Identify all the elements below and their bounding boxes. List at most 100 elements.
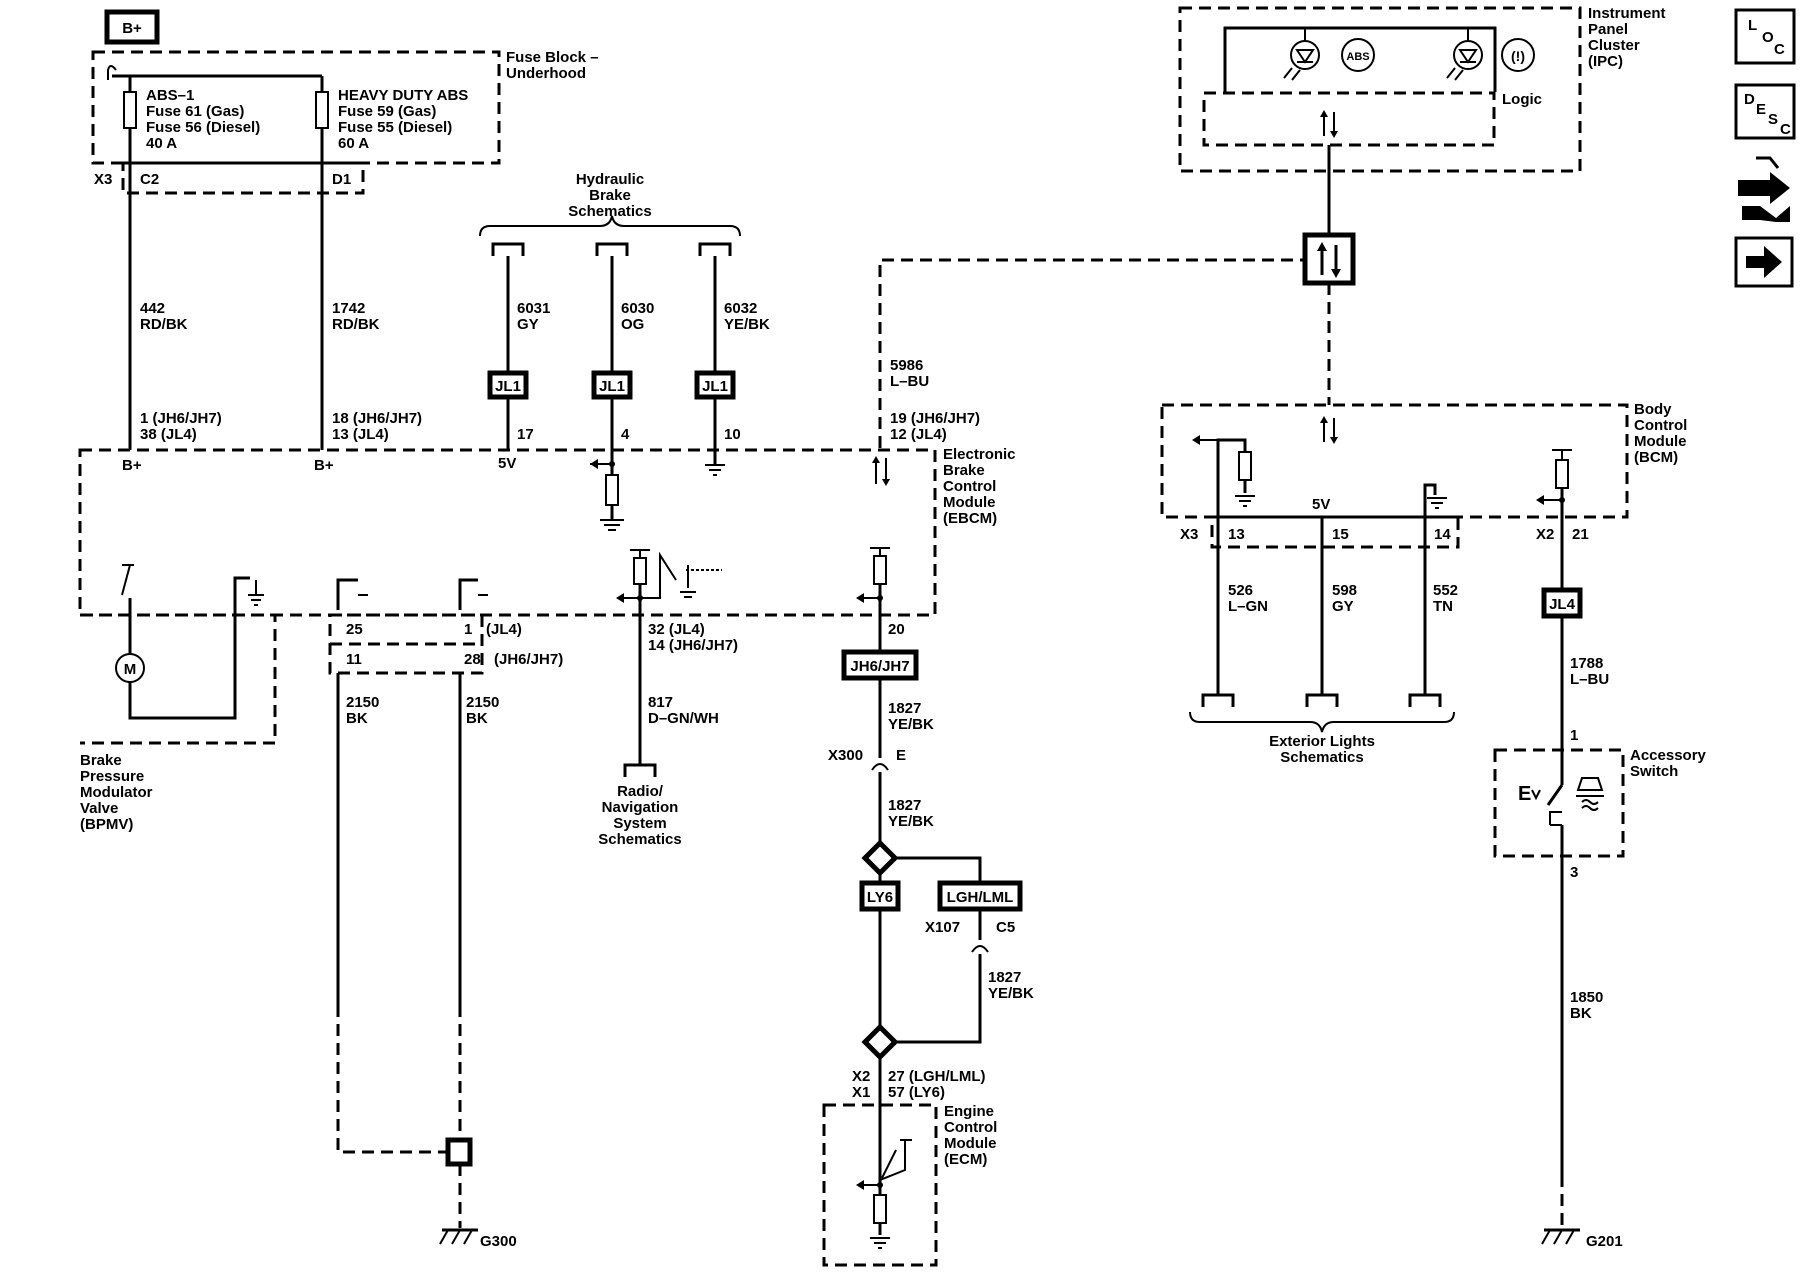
splice-diamond-bottom: [861, 1023, 899, 1061]
ecm-outline: [822, 1103, 938, 1267]
accessory-ev: E: [1518, 783, 1531, 805]
wire-598-num: 598: [1332, 582, 1357, 599]
ecm-pin-1: 27 (LGH/LML): [888, 1068, 986, 1085]
ecm-title-2: Control: [944, 1119, 997, 1136]
hydraulic-brace: [479, 215, 741, 237]
wire-5986-color: L–BU: [890, 373, 929, 390]
bcm-pin-21: 21: [1572, 526, 1589, 543]
x107-conn: X107: [925, 919, 960, 936]
ebcm-pin-17: 17: [517, 426, 534, 443]
ebcm-pin-442-1: 1 (JH6/JH7): [140, 410, 222, 427]
loc-letter-l: L: [1748, 17, 1757, 34]
serial-data-gateway: [1302, 232, 1356, 286]
bcm-input-14: [1423, 483, 1447, 530]
ebcm-pin-5986-1: 19 (JH6/JH7): [890, 410, 980, 427]
bcm-pin-14: 14: [1434, 526, 1451, 543]
jl1-b: JL1: [599, 378, 625, 395]
wire-2150b-color: BK: [466, 710, 488, 727]
bcm-title-2: Control: [1634, 417, 1687, 434]
bcm-title-4: (BCM): [1634, 449, 1678, 466]
ebcm-jl4: (JL4): [486, 621, 522, 638]
location-button[interactable]: L O C: [1734, 8, 1796, 65]
bcm-title-3: Module: [1634, 433, 1687, 450]
wire-442-color: RD/BK: [140, 316, 188, 333]
bpmv-outline: [80, 613, 277, 745]
wire-2150a-color: BK: [346, 710, 368, 727]
bplus-label: B+: [122, 20, 142, 37]
bcm-pin-13: 13: [1228, 526, 1245, 543]
ebcm-bplus-b: B+: [314, 457, 334, 474]
wire-598-color: GY: [1332, 598, 1354, 615]
bplus-box: B+: [104, 9, 160, 45]
ecm-title-4: (ECM): [944, 1151, 987, 1168]
wire-1827c-color: YE/BK: [988, 985, 1034, 1002]
splice-pack: [445, 1137, 473, 1167]
ecm-title-1: Engine: [944, 1103, 994, 1120]
wire-6032-num: 6032: [724, 300, 757, 317]
ebcm-title-5: (EBCM): [943, 510, 997, 527]
arrow-right-icon: [1746, 246, 1782, 278]
description-button[interactable]: D E S C: [1734, 83, 1796, 140]
ipc-logic-outline: [1202, 91, 1496, 147]
x300-conn: X300: [828, 747, 863, 764]
wire-817-color: D–GN/WH: [648, 710, 719, 727]
ecm-x1: X1: [852, 1084, 870, 1101]
exterior-connectors: [1201, 693, 1442, 707]
radio-l4: Schematics: [598, 831, 681, 848]
exterior-brace: [1189, 711, 1455, 733]
ebcm-title-4: Module: [943, 494, 996, 511]
wire-6030-num: 6030: [621, 300, 654, 317]
next-arrow-button[interactable]: [1734, 236, 1794, 288]
splice-diamond-top: [861, 839, 899, 877]
accessory-pin-3: 3: [1570, 864, 1578, 881]
fuse-abs1: [123, 91, 137, 129]
fuse-abs1-l3: Fuse 56 (Diesel): [146, 119, 260, 136]
abs-lamp-text: ABS: [1346, 51, 1369, 63]
x300-pin: E: [896, 747, 906, 764]
ipc-lamp-bus: [1223, 26, 1497, 92]
ecm-pin-2: 57 (LY6): [888, 1084, 945, 1101]
accessory-outline: [1493, 748, 1625, 858]
ebcm-pin-817-1: 32 (JL4): [648, 621, 705, 638]
wire-5986-serial: [878, 258, 1305, 448]
ground-g300: G300: [480, 1233, 517, 1250]
ipc-title-2: Panel: [1588, 21, 1628, 38]
wire-1788-color: L–BU: [1570, 671, 1609, 688]
ebcm-pin-25: 25: [346, 621, 363, 638]
ebcm-pin-1: 1: [464, 621, 472, 638]
connector-repair-icon[interactable]: [1738, 156, 1790, 222]
desc-letter-e: E: [1756, 101, 1766, 118]
exterior-l2: Schematics: [1280, 749, 1363, 766]
ebcm-pin4-input: [590, 459, 624, 531]
x107-pin: C5: [996, 919, 1015, 936]
wire-5986-num: 5986: [890, 357, 923, 374]
wire-526-num: 526: [1228, 582, 1253, 599]
exterior-l1: Exterior Lights: [1269, 733, 1375, 750]
wire-552-color: TN: [1433, 598, 1453, 615]
connector-x107: [971, 945, 989, 953]
bcm-serial-icon: [1320, 416, 1338, 444]
ground-icon: [248, 580, 264, 606]
wire-1850-num: 1850: [1570, 989, 1603, 1006]
ground-icon: [705, 464, 725, 476]
chassis-ground-icon: [439, 1228, 478, 1245]
fuse-block-title-2: Underhood: [506, 65, 586, 82]
ecm-input-circuit: [856, 1105, 912, 1249]
motor-label: M: [124, 661, 137, 678]
ebcm-pin-442-2: 38 (JL4): [140, 426, 197, 443]
wire-1827a-color: YE/BK: [888, 716, 934, 733]
ground-g201: G201: [1586, 1233, 1623, 1250]
ebcm-1827-circuit: [856, 547, 890, 603]
wire-817-num: 817: [648, 694, 673, 711]
loc-letter-c: C: [1774, 41, 1785, 58]
bcm-conn-x3: [1210, 515, 1460, 549]
bcm-x2: X2: [1536, 526, 1554, 543]
bpmv-title-5: (BPMV): [80, 816, 133, 833]
radio-l3: System: [613, 815, 666, 832]
jl1-c: JL1: [702, 378, 728, 395]
ecm-title-3: Module: [944, 1135, 997, 1152]
brake-warning-icon: (!): [1446, 28, 1535, 81]
hydraulic-l2: Brake: [589, 187, 631, 204]
fuse-hd-l4: 60 A: [338, 135, 369, 152]
